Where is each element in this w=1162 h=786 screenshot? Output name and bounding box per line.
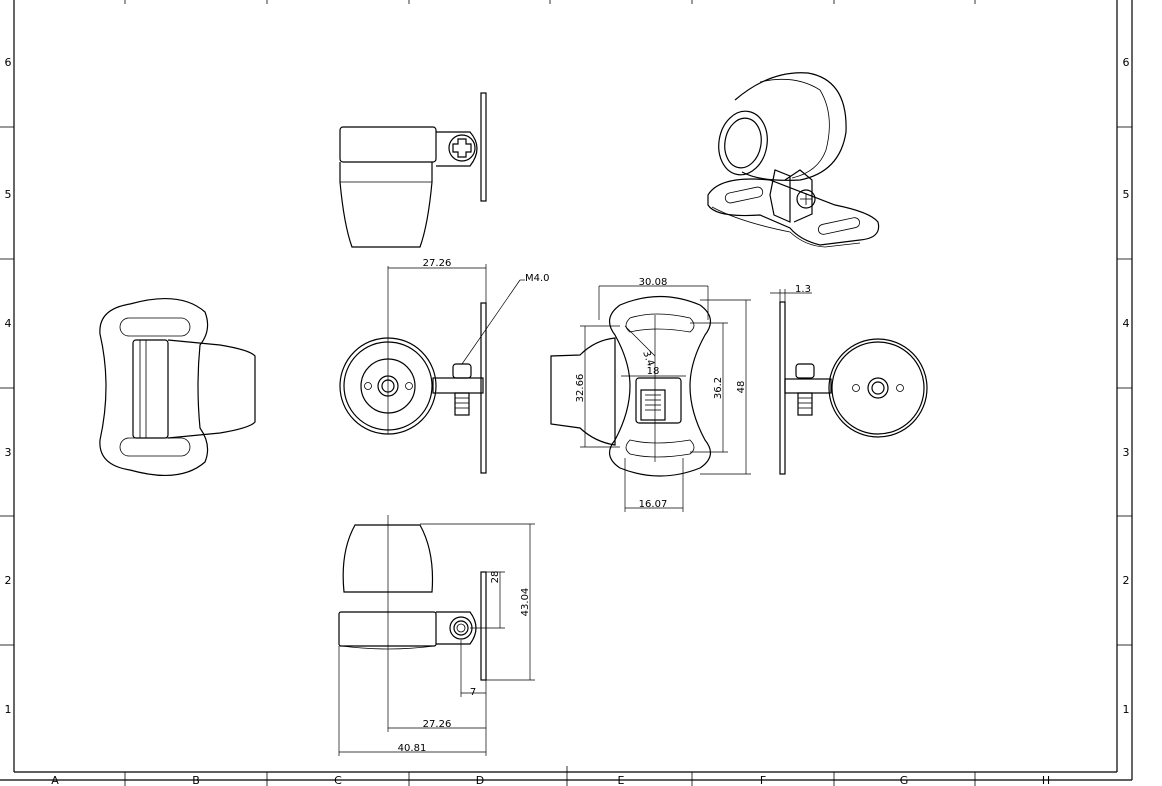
dim-top-width: 27.26 (423, 258, 452, 269)
dim-plate-top: 30.08 (639, 277, 668, 288)
zone-col-b: B (192, 774, 200, 786)
dim-bottom-width: 16.07 (639, 499, 668, 510)
zone-col-c: C (334, 774, 342, 786)
dim-slot-span: 36.2 (713, 377, 724, 399)
zone-row-2-right: 2 (1123, 574, 1130, 587)
zone-row-4-left: 4 (5, 317, 12, 330)
dim-plate-height: 48 (736, 381, 747, 394)
view-top-side (339, 92, 487, 248)
view-back-round: 1.3 (770, 284, 928, 475)
zone-row-3-right: 3 (1123, 446, 1130, 459)
zone-col-a: A (51, 774, 59, 786)
zone-labels: A B C D E F G H 6 5 4 3 2 1 6 5 4 3 2 1 (5, 56, 1130, 786)
zone-row-1-right: 1 (1123, 703, 1130, 716)
zone-col-d: D (476, 774, 484, 786)
dim-bottom-offset: 27.26 (423, 719, 452, 730)
view-isometric (707, 72, 880, 248)
zone-row-6-left: 6 (5, 56, 12, 69)
dim-mount-height: 28 (490, 571, 501, 584)
dim-slot-width: 18 (647, 366, 660, 377)
view-rear-bracket: 30.08 3.4 18 32.66 36.2 48 16.07 (550, 277, 751, 512)
dim-offset: 7 (470, 687, 476, 698)
dim-total-height: 43.04 (520, 588, 531, 617)
dim-thread: M4.0 (525, 273, 550, 284)
dim-thickness: 1.3 (795, 284, 811, 295)
zone-row-5-right: 5 (1123, 188, 1130, 201)
dim-slot-angle: 3.4 (640, 349, 656, 368)
view-left-front (99, 297, 256, 477)
zone-row-1-left: 1 (5, 703, 12, 716)
view-bottom-side: 28 43.04 7 27.26 40.81 (338, 515, 535, 756)
zone-row-6-right: 6 (1123, 56, 1130, 69)
dim-total-width: 40.81 (398, 743, 427, 754)
zone-col-g: G (900, 774, 909, 786)
zone-col-h: H (1042, 774, 1050, 786)
drawing-frame (0, 0, 1133, 786)
zone-row-5-left: 5 (5, 188, 12, 201)
zone-col-e: E (618, 774, 625, 786)
zone-row-3-left: 3 (5, 446, 12, 459)
dim-height-left: 32.66 (575, 374, 586, 403)
view-front-round: 27.26 M4.0 (339, 258, 550, 474)
zone-row-2-left: 2 (5, 574, 12, 587)
zone-row-4-right: 4 (1123, 317, 1130, 330)
zone-col-f: F (760, 774, 766, 786)
